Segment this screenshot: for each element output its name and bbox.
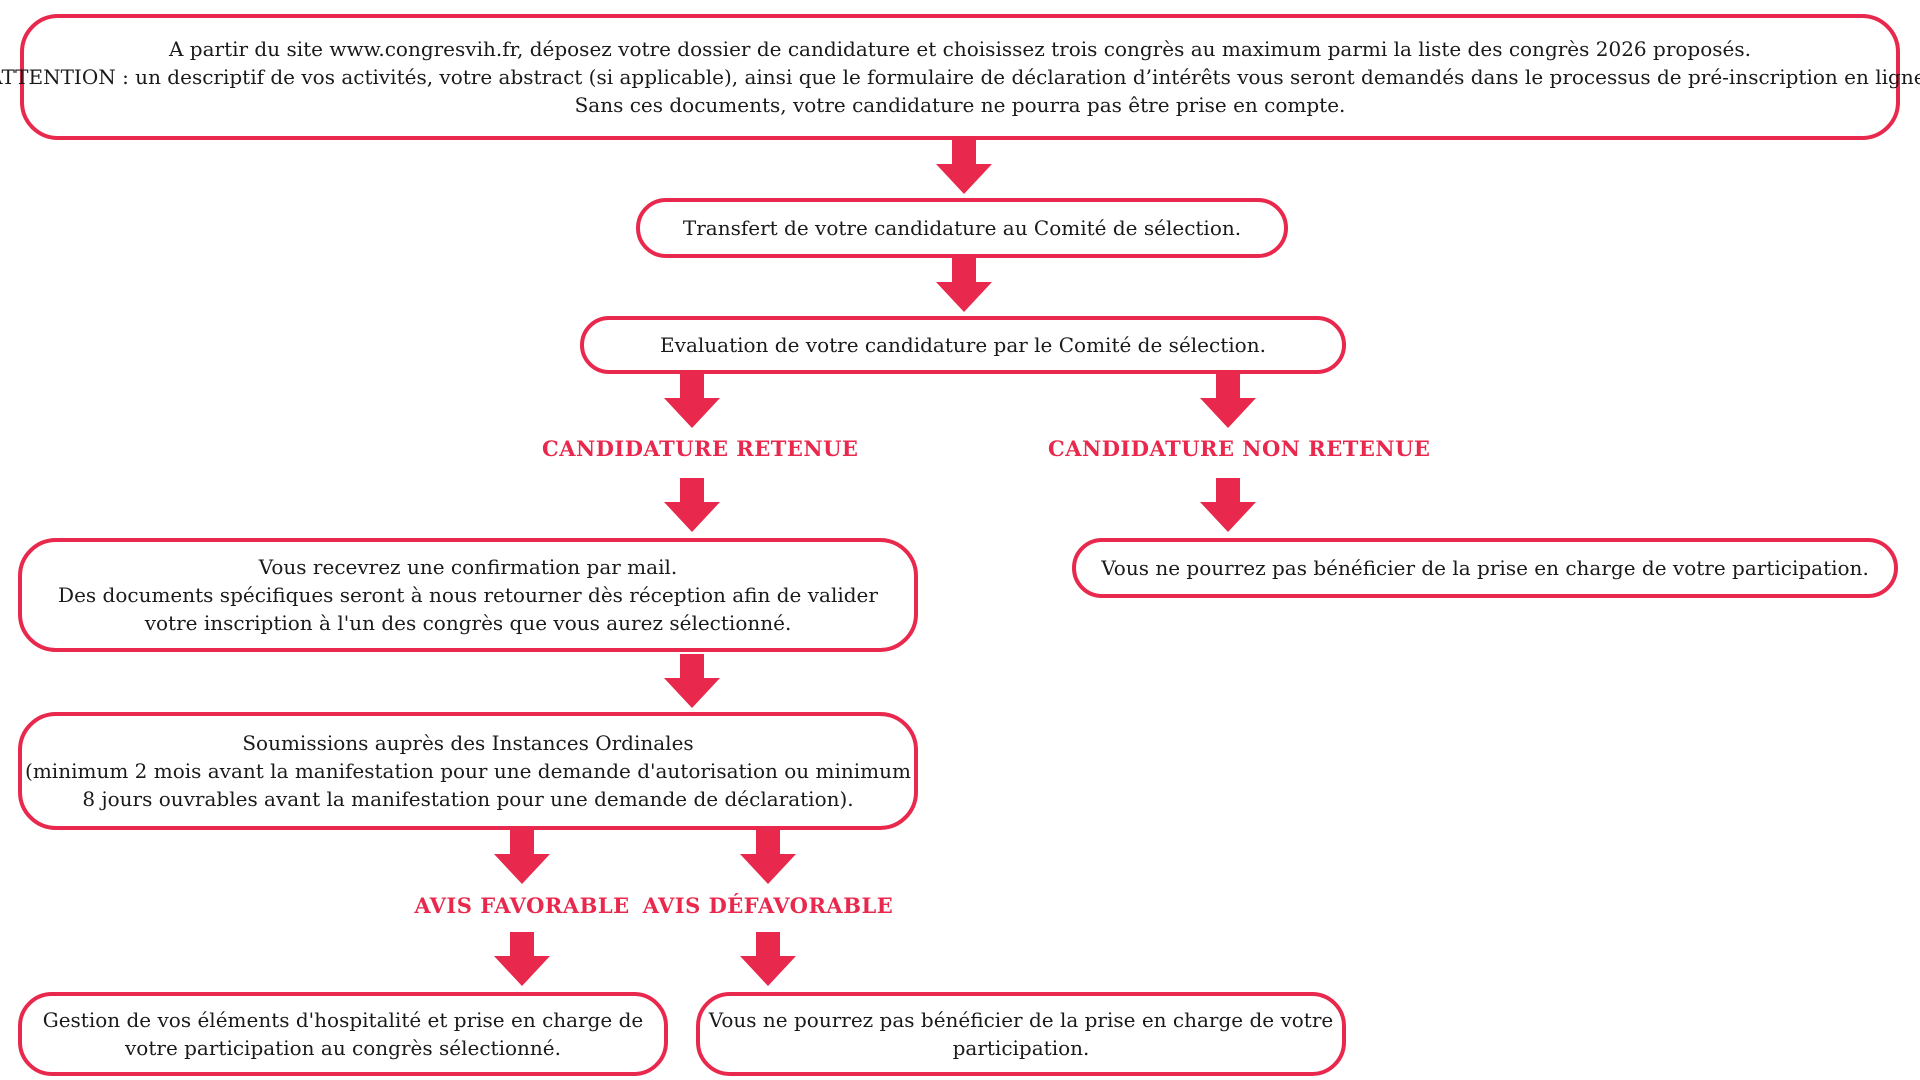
submission-line-1: Soumissions auprès des Instances Ordinal… xyxy=(242,731,694,755)
step-apply-line-2: ATTENTION : un descriptif de vos activit… xyxy=(0,65,1920,89)
arrow-down-icon xyxy=(1200,374,1256,428)
submission-box: Soumissions auprès des Instances Ordinal… xyxy=(18,712,918,830)
not-retained-text: Vous ne pourrez pas bénéficier de la pri… xyxy=(1101,556,1869,580)
arrow-down-icon xyxy=(936,140,992,194)
favorable-line-1: Gestion de vos éléments d'hospitalité et… xyxy=(42,1008,644,1032)
step-evaluation-box: Evaluation de votre candidature par le C… xyxy=(580,316,1346,374)
step-apply-box: A partir du site www.congresvih.fr, dépo… xyxy=(0,14,1920,140)
step-transfer-box: Transfert de votre candidature au Comité… xyxy=(636,198,1288,258)
arrow-down-icon xyxy=(494,830,550,884)
arrow-down-icon xyxy=(494,932,550,986)
step-evaluation-text: Evaluation de votre candidature par le C… xyxy=(660,333,1266,357)
label-not-retained: CANDIDATURE NON RETENUE xyxy=(1048,436,1431,461)
arrow-down-icon xyxy=(740,932,796,986)
arrow-down-icon xyxy=(740,830,796,884)
favorable-result-box: Gestion de vos éléments d'hospitalité et… xyxy=(18,992,668,1076)
unfavorable-line-1: Vous ne pourrez pas bénéficier de la pri… xyxy=(708,1008,1334,1032)
unfavorable-line-2: participation. xyxy=(952,1036,1090,1060)
step-apply-line-1: A partir du site www.congresvih.fr, dépo… xyxy=(168,37,1751,61)
arrow-down-icon xyxy=(1200,478,1256,532)
unfavorable-result-box: Vous ne pourrez pas bénéficier de la pri… xyxy=(696,992,1346,1076)
arrow-down-icon xyxy=(664,478,720,532)
submission-line-3: 8 jours ouvrables avant la manifestation… xyxy=(82,787,854,811)
favorable-line-2: votre participation au congrès sélection… xyxy=(125,1036,561,1060)
label-unfavorable: AVIS DÉFAVORABLE xyxy=(642,893,894,918)
retained-line-2: Des documents spécifiques seront à nous … xyxy=(58,583,878,607)
step-transfer-text: Transfert de votre candidature au Comité… xyxy=(682,216,1242,240)
not-retained-box: Vous ne pourrez pas bénéficier de la pri… xyxy=(1072,538,1898,598)
arrow-down-icon xyxy=(664,654,720,708)
retained-line-1: Vous recevrez une confirmation par mail. xyxy=(258,555,678,579)
label-favorable: AVIS FAVORABLE xyxy=(414,893,630,918)
submission-line-2: (minimum 2 mois avant la manifestation p… xyxy=(25,759,911,783)
label-retained: CANDIDATURE RETENUE xyxy=(542,436,859,461)
retained-line-3: votre inscription à l'un des congrès que… xyxy=(144,611,792,635)
step-apply-line-3: Sans ces documents, votre candidature ne… xyxy=(574,93,1346,117)
arrow-down-icon xyxy=(664,374,720,428)
arrow-down-icon xyxy=(936,258,992,312)
retained-confirmation-box: Vous recevrez une confirmation par mail.… xyxy=(18,538,918,652)
